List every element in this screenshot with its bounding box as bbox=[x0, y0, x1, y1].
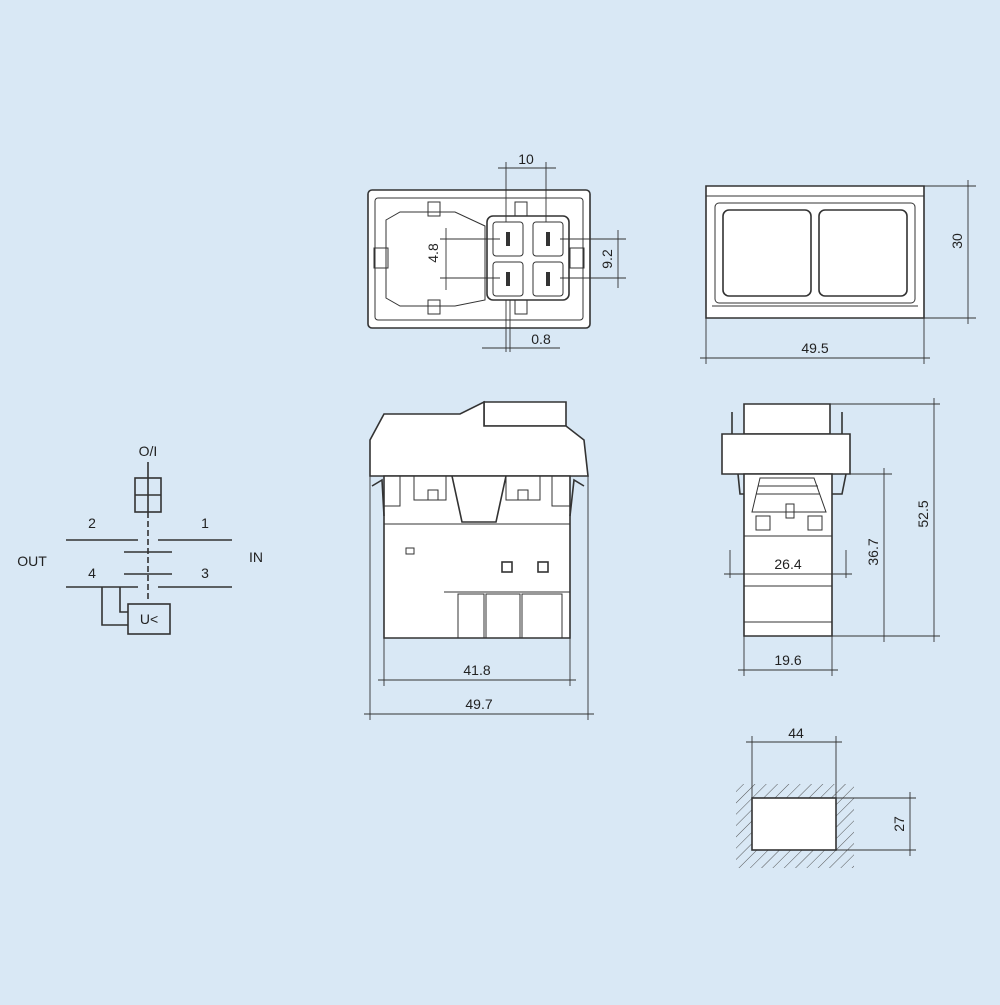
label-o-i: O/I bbox=[139, 443, 158, 459]
dim-0-8: 0.8 bbox=[531, 331, 551, 347]
bottom-view: 10 4.8 9.2 0.8 bbox=[367, 151, 626, 352]
side-view: 26.4 36.7 52.5 19.6 bbox=[721, 398, 940, 676]
front-view: 41.8 49.7 bbox=[364, 400, 594, 720]
dim-49-7: 49.7 bbox=[465, 696, 492, 712]
label-coil: U< bbox=[140, 611, 158, 627]
dim-36-7: 36.7 bbox=[865, 538, 881, 565]
dim-4-8: 4.8 bbox=[425, 243, 441, 263]
dim-9-2: 9.2 bbox=[599, 249, 615, 269]
dim-26-4: 26.4 bbox=[774, 556, 801, 572]
dim-19-6: 19.6 bbox=[774, 652, 801, 668]
dim-49-5: 49.5 bbox=[801, 340, 828, 356]
top-view: 30 49.5 bbox=[700, 180, 976, 364]
dim-10: 10 bbox=[518, 151, 534, 167]
dim-41-8: 41.8 bbox=[463, 662, 490, 678]
label-out: OUT bbox=[17, 553, 47, 569]
dim-44: 44 bbox=[788, 725, 804, 741]
dim-30: 30 bbox=[949, 233, 965, 249]
circuit-schematic: O/I 2 1 OUT IN 4 3 U< bbox=[17, 443, 263, 635]
label-terminal-1: 1 bbox=[201, 515, 209, 531]
label-in: IN bbox=[249, 549, 263, 565]
label-terminal-4: 4 bbox=[88, 565, 96, 581]
dim-27: 27 bbox=[891, 816, 907, 832]
undervoltage-coil bbox=[127, 603, 171, 635]
label-terminal-2: 2 bbox=[88, 515, 96, 531]
label-terminal-3: 3 bbox=[201, 565, 209, 581]
panel-cutout: 44 27 bbox=[736, 725, 916, 868]
dim-52-5: 52.5 bbox=[915, 500, 931, 527]
